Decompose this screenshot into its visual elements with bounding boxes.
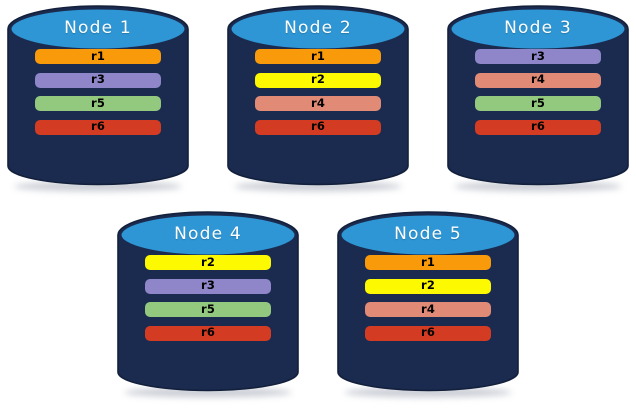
shard-bar-r6[interactable]: r6 — [255, 119, 381, 135]
cylinder-shadow — [234, 181, 402, 192]
shard-bar-r6[interactable]: r6 — [475, 119, 601, 135]
cylinder-top-disc — [449, 7, 627, 51]
shard-bar-r1[interactable]: r1 — [365, 255, 491, 270]
shard-bar-r5[interactable]: r5 — [145, 302, 271, 317]
shard-label: r4 — [530, 72, 546, 87]
shard-stack: r1 r2 r4 r6 — [338, 255, 518, 341]
shard-bar-r5[interactable]: r5 — [475, 96, 601, 111]
shard-bar-r3[interactable]: r3 — [475, 49, 601, 64]
shard-bar-r2[interactable]: r2 — [255, 72, 381, 88]
shard-label: r2 — [420, 278, 436, 293]
cylinder-top-disc — [119, 213, 297, 257]
shard-label: r5 — [530, 95, 546, 110]
shard-label: r6 — [530, 119, 546, 134]
shard-stack: r1 r3 r5 r6 — [8, 49, 188, 135]
cylinder-top-disc — [9, 7, 187, 51]
shard-bar-r1[interactable]: r1 — [35, 49, 161, 64]
shard-label: r1 — [420, 254, 436, 269]
shard-stack: r1 r2 r4 r6 — [228, 49, 408, 135]
shard-bar-r6[interactable]: r6 — [35, 119, 161, 135]
shard-bar-r6[interactable]: r6 — [145, 325, 271, 341]
cylinder-shadow — [344, 387, 512, 398]
cylinder-shadow — [454, 181, 622, 192]
shard-stack: r2 r3 r5 r6 — [118, 255, 298, 341]
shard-label: r4 — [420, 301, 436, 316]
shard-stack: r3 r4 r5 r6 — [448, 49, 628, 135]
cylinder-top-disc — [229, 7, 407, 51]
shard-label: r3 — [90, 72, 106, 87]
shard-bar-r2[interactable]: r2 — [365, 278, 491, 294]
shard-label: r3 — [200, 278, 216, 293]
shard-bar-r6[interactable]: r6 — [365, 325, 491, 341]
shard-bar-r4[interactable]: r4 — [365, 302, 491, 317]
cylinder-top-disc — [339, 213, 517, 257]
shard-label: r6 — [420, 325, 436, 340]
shard-bar-r4[interactable]: r4 — [475, 72, 601, 88]
shard-label: r3 — [530, 48, 546, 63]
cylinder-shadow — [124, 387, 292, 398]
shard-label: r5 — [90, 95, 106, 110]
shard-label: r6 — [310, 119, 326, 134]
shard-bar-r2[interactable]: r2 — [145, 255, 271, 270]
shard-bar-r1[interactable]: r1 — [255, 49, 381, 64]
shard-label: r5 — [200, 301, 216, 316]
shard-label: r1 — [310, 48, 326, 63]
shard-label: r6 — [90, 119, 106, 134]
shard-label: r4 — [310, 95, 326, 110]
shard-label: r2 — [310, 72, 326, 87]
shard-label: r2 — [200, 254, 216, 269]
shard-label: r6 — [200, 325, 216, 340]
shard-label: r1 — [90, 48, 106, 63]
shard-bar-r3[interactable]: r3 — [35, 72, 161, 88]
shard-bar-r5[interactable]: r5 — [35, 96, 161, 111]
shard-bar-r3[interactable]: r3 — [145, 278, 271, 294]
cylinder-shadow — [14, 181, 182, 192]
shard-bar-r4[interactable]: r4 — [255, 96, 381, 111]
